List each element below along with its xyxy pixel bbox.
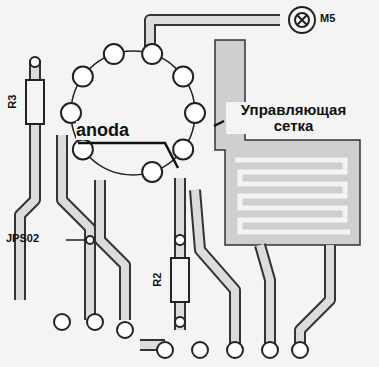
socket-outline xyxy=(71,51,195,175)
mounting-hole xyxy=(289,7,315,33)
part-name: R3 xyxy=(7,95,19,109)
socket-pad xyxy=(173,139,193,159)
meander-trace xyxy=(235,160,350,232)
part-name: JPS02 xyxy=(6,233,39,245)
socket-pad xyxy=(142,162,162,182)
socket-pad xyxy=(142,44,162,64)
socket-pad xyxy=(185,103,205,123)
part-name: M5 xyxy=(320,13,335,25)
socket-pads xyxy=(61,44,205,182)
resistor-symbol xyxy=(26,80,44,124)
pin-label: Управляющая сетка xyxy=(226,102,361,134)
pad xyxy=(175,235,185,245)
copper-area xyxy=(215,40,360,245)
pad xyxy=(175,317,185,327)
pad xyxy=(86,236,94,244)
mounting-hole xyxy=(297,15,307,25)
socket-pad xyxy=(73,67,93,87)
leader-line xyxy=(214,121,224,126)
leader-line xyxy=(78,143,178,168)
traces xyxy=(20,20,330,345)
trace-outlines xyxy=(20,20,330,345)
resistor-symbol xyxy=(171,258,189,302)
bottom-pads xyxy=(54,314,308,358)
socket-pad xyxy=(173,67,193,87)
mounting-hole xyxy=(295,13,309,27)
pin-label: anoda xyxy=(76,121,129,140)
socket-pad xyxy=(104,44,124,64)
part-name: R2 xyxy=(152,273,164,287)
jumper-line xyxy=(66,239,86,241)
socket-pad xyxy=(61,103,81,123)
pad xyxy=(30,57,40,67)
